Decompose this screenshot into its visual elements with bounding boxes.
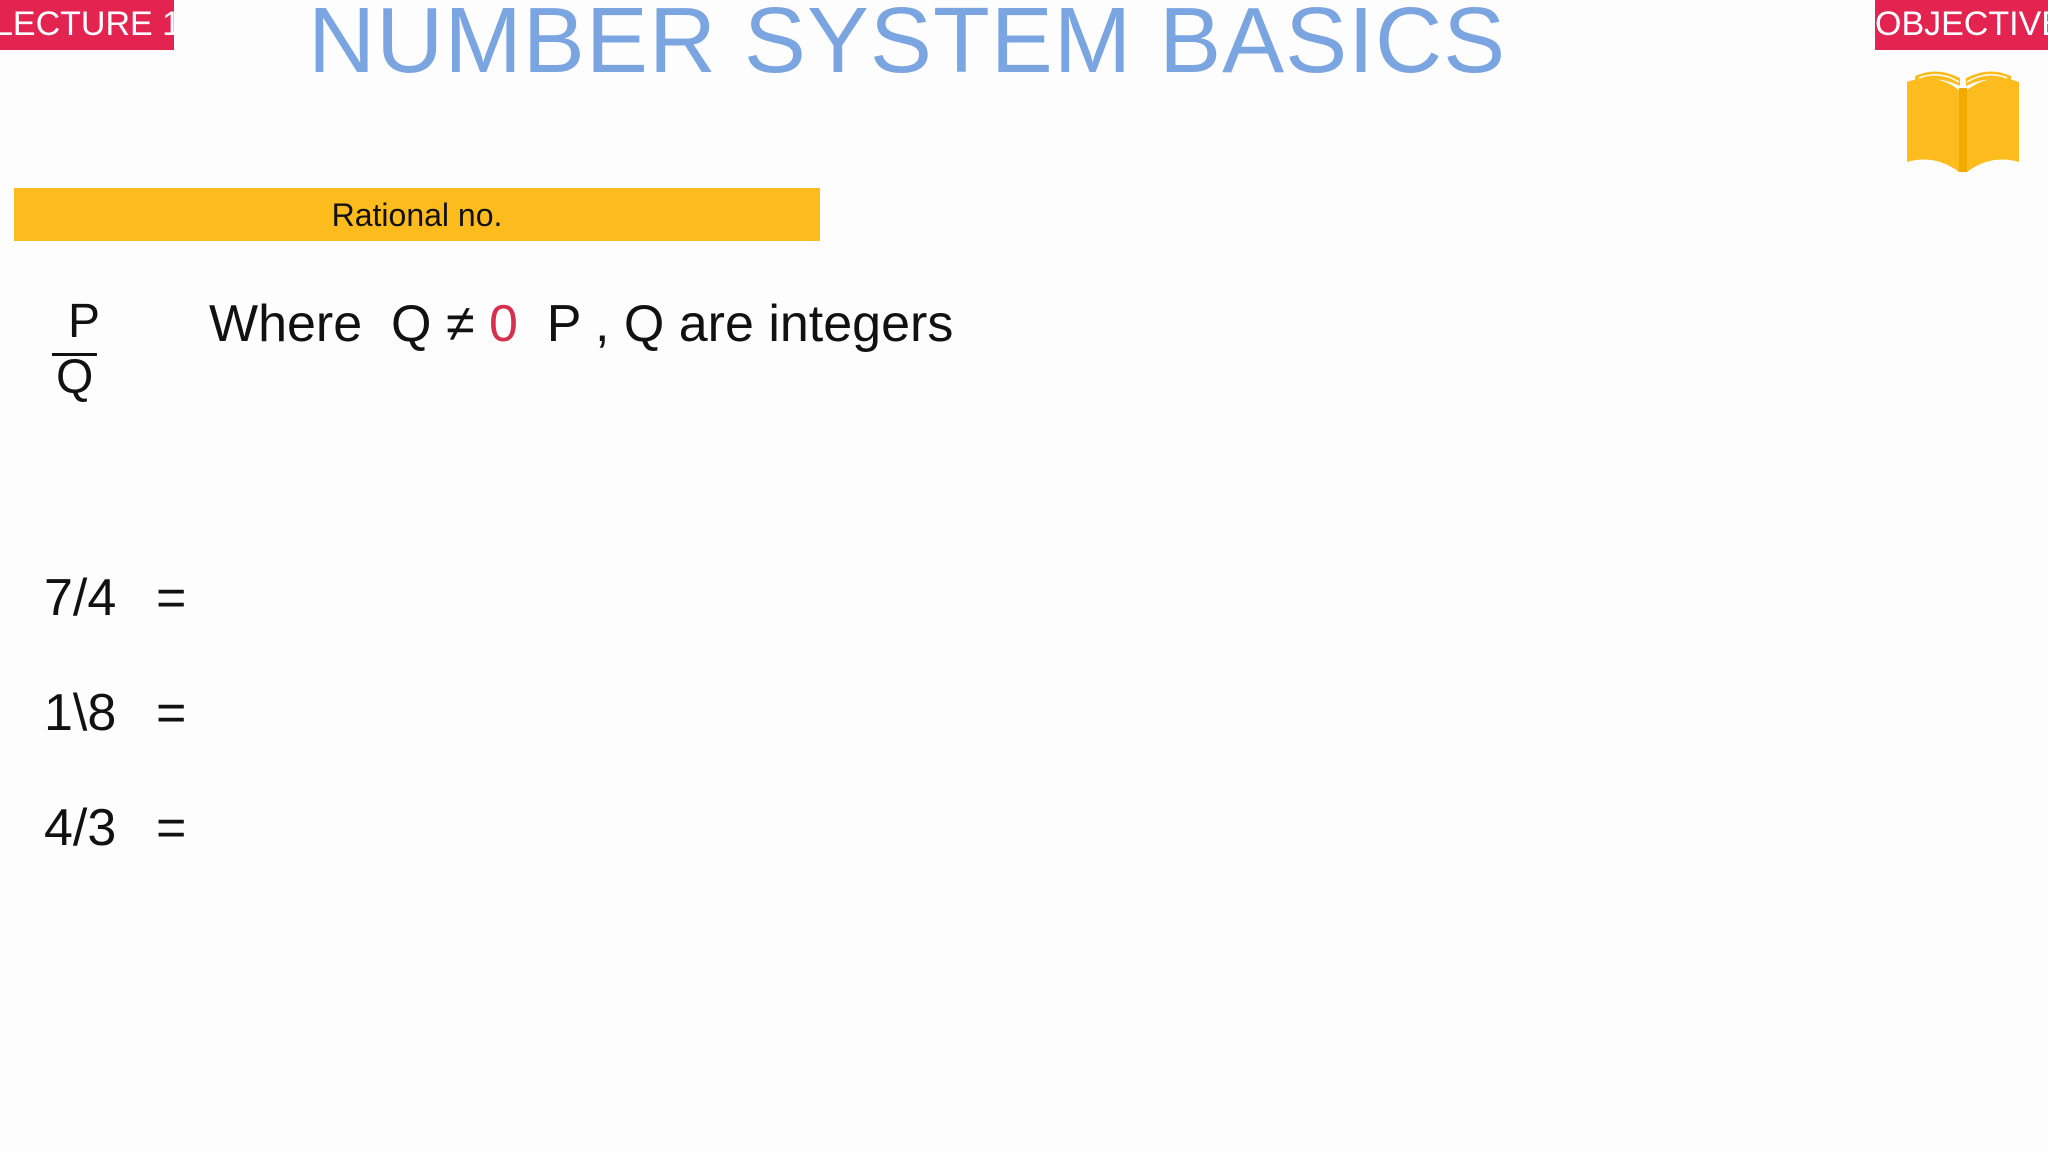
example-equals: = (156, 569, 187, 627)
objective-badge-label: OBJECTIVE (1875, 5, 2048, 43)
example-row: 7/4 = (44, 568, 186, 628)
example-equals: = (156, 799, 187, 857)
lecture-badge-label: LECTURE 1 (0, 5, 174, 43)
section-heading-bar: Rational no. (14, 188, 820, 241)
lecture-badge: LECTURE 1 (0, 0, 174, 50)
example-row: 4/3 = (44, 798, 186, 858)
section-heading-label: Rational no. (331, 197, 503, 233)
fraction-denominator: Q (56, 351, 94, 404)
p-over-q-fraction: P Q (52, 294, 100, 404)
objective-badge: OBJECTIVE (1875, 0, 2048, 50)
page-title: NUMBER SYSTEM BASICS (308, 0, 1507, 92)
example-expression: 7/4 (44, 569, 117, 627)
example-row: 1\8 = (44, 683, 186, 743)
example-equals: = (156, 684, 187, 742)
fraction-bar (52, 353, 97, 356)
example-expression: 4/3 (44, 799, 117, 857)
definition-zero: 0 (488, 295, 518, 353)
fraction-numerator: P (68, 295, 101, 348)
definition-condition: P , Q are integers (517, 295, 954, 353)
example-expression: 1\8 (44, 684, 117, 742)
book-icon (1907, 71, 2019, 172)
definition-where: Where Q ≠ (209, 295, 489, 353)
definition-text: Where Q ≠ 0 P , Q are integers (209, 294, 953, 354)
